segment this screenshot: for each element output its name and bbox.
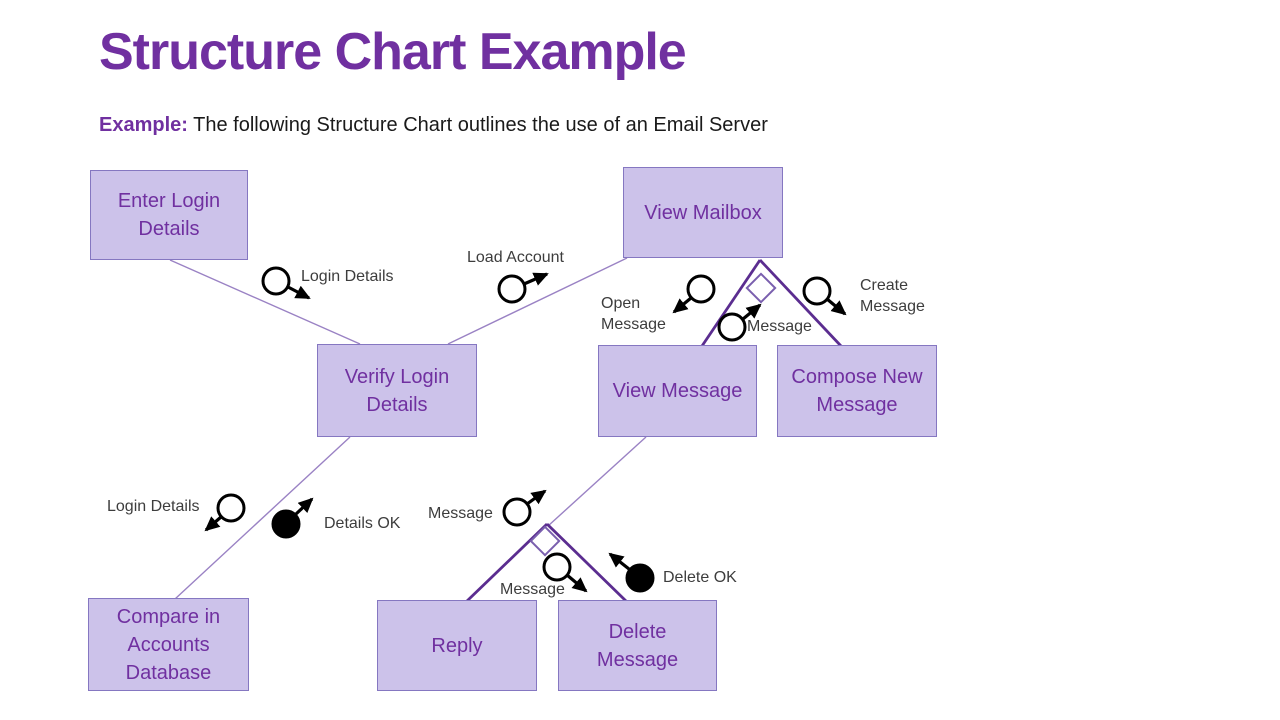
data-couple-icon <box>717 303 762 342</box>
module-enter-login-details: Enter Login Details <box>90 170 248 260</box>
page-title: Structure Chart Example <box>99 23 687 81</box>
flow-label-details-ok: Details OK <box>324 515 401 532</box>
subtitle-example-prefix: Example: <box>99 114 188 136</box>
flow-label-create-message: Create Message <box>860 277 925 315</box>
module-compare-in-accounts-database: Compare in Accounts Database <box>88 598 249 691</box>
connection-line <box>169 259 361 345</box>
module-delete-message: Delete Message <box>558 600 717 691</box>
flow-label-login-details-bottom: Login Details <box>107 498 200 515</box>
module-verify-login-details: Verify Login Details <box>317 344 477 437</box>
subtitle-text: The following Structure Chart outlines t… <box>187 114 768 136</box>
data-couple-icon <box>502 489 547 527</box>
flow-label-login-details-top: Login Details <box>301 268 394 285</box>
connection-line <box>174 436 351 600</box>
flow-label-load-account: Load Account <box>467 249 564 266</box>
module-compose-new-message: Compose New Message <box>777 345 937 437</box>
module-view-mailbox: View Mailbox <box>623 167 783 258</box>
flow-label-open-message: Open Message <box>601 295 666 333</box>
flow-label-delete-ok: Delete OK <box>663 569 737 586</box>
data-couple-icon <box>802 276 847 316</box>
connection-line <box>700 259 762 347</box>
module-reply: Reply <box>377 600 537 691</box>
connection-line <box>447 257 628 345</box>
control-flag-icon <box>271 497 314 539</box>
connection-line <box>546 522 627 603</box>
data-couple-icon <box>542 552 588 593</box>
flow-label-message-lower: Message <box>500 581 565 598</box>
module-view-message: View Message <box>598 345 757 437</box>
decision-diamond <box>745 272 777 304</box>
subtitle: Example: The following Structure Chart o… <box>99 114 1099 137</box>
data-couple-icon <box>204 493 246 532</box>
control-flag-icon <box>608 552 655 593</box>
data-couple-icon <box>672 274 716 314</box>
flow-label-message-mailbox: Message <box>747 318 812 335</box>
connection-line <box>547 436 647 527</box>
data-couple-icon <box>497 272 549 304</box>
data-couple-icon <box>261 266 311 300</box>
flow-label-message-mid: Message <box>428 505 493 522</box>
connection-line <box>758 259 843 347</box>
decision-diamond <box>529 525 561 557</box>
